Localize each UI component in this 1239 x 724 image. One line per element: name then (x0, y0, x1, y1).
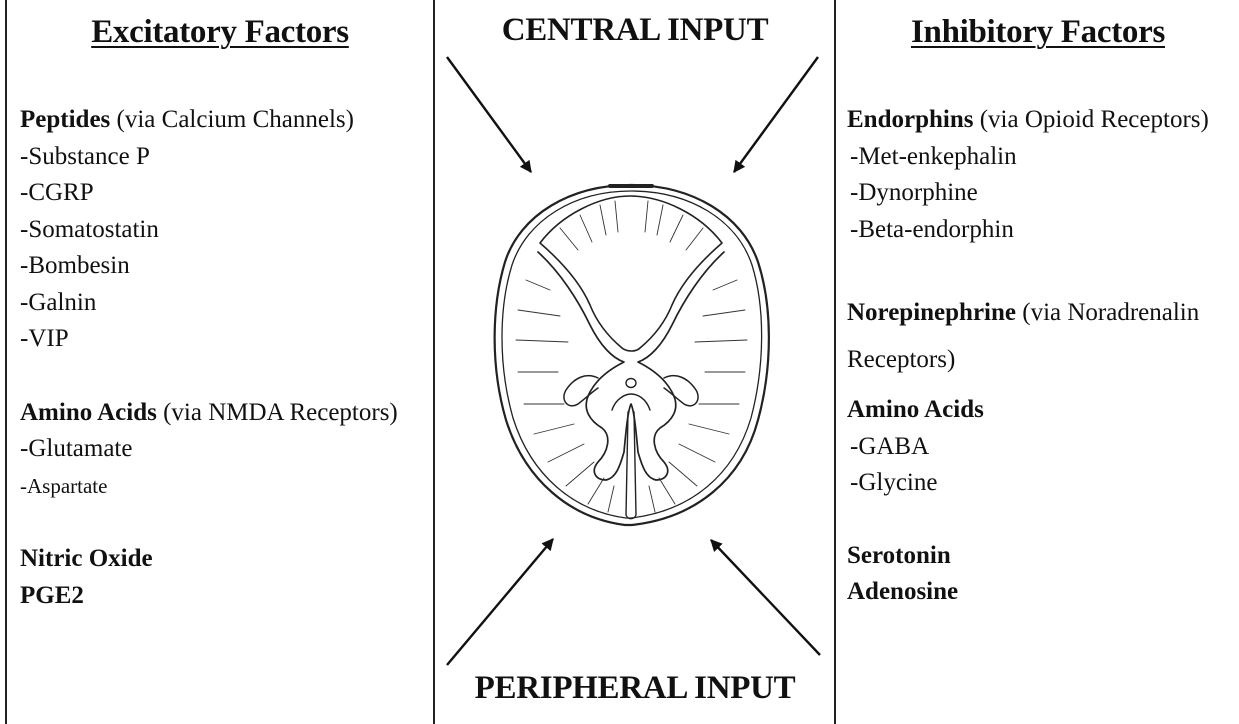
arrow-icon (447, 57, 531, 172)
arrow-icon (711, 540, 820, 655)
spinal-cord-cross-section-icon (495, 185, 769, 525)
arrow-icon (734, 57, 818, 172)
arrow-icon (447, 539, 553, 665)
